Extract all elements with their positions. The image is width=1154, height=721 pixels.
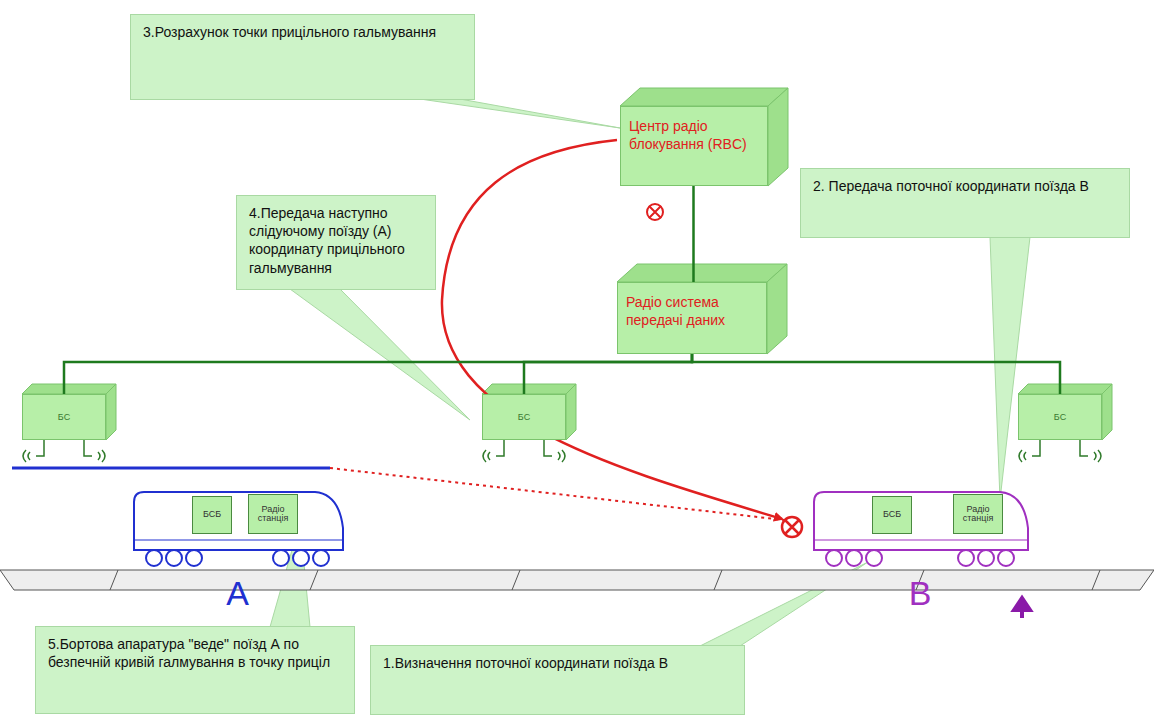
connector [64, 354, 692, 394]
box-side [1102, 384, 1112, 440]
node-text: 4.Передача наступно слідуючому поїзду (А… [249, 204, 423, 277]
node-text: БС [58, 412, 70, 422]
node-text: БС [518, 412, 530, 422]
node-text: 3.Розрахунок точки прицільного гальмуван… [143, 23, 462, 41]
box-top [1018, 384, 1112, 394]
callout-box: 1.Визначення поточної координати поїзда … [370, 645, 745, 715]
callout-box: 3.Розрахунок точки прицільного гальмуван… [130, 14, 475, 100]
train-label: B [810, 576, 1030, 610]
onboard-unit: БСБ [192, 496, 232, 534]
callout-pointer [990, 237, 1030, 500]
box-side [767, 264, 787, 354]
box-top [482, 384, 576, 394]
track [0, 570, 1154, 590]
train-label: A [130, 576, 345, 610]
target-symbol [647, 204, 663, 220]
node-text: Радіо станція [250, 505, 296, 524]
box-side [768, 88, 788, 186]
direction-arrow [1014, 598, 1030, 618]
node-text: БС [1054, 412, 1066, 422]
radio-station: Радіо станція [248, 494, 298, 534]
radio-system-box: Радіо система передачі даних [617, 282, 767, 354]
callout-pointer [420, 99, 620, 128]
node-text: БСБ [883, 510, 901, 519]
callout-box: 5.Бортова апаратура "веде" поїзд А по бе… [35, 626, 355, 714]
box-top [617, 264, 787, 282]
connector [524, 354, 692, 394]
authority-line [12, 467, 330, 470]
onboard-unit: БСБ [872, 496, 912, 534]
train-b: BБСБРадіо станція [810, 488, 1030, 566]
train-a: AБСБРадіо станція [130, 488, 345, 566]
node-text: Радіо станція [955, 505, 1001, 524]
radio-station: Радіо станція [953, 494, 1003, 534]
box-top [620, 88, 788, 106]
node-text: Центр радіо блокування (RBC) [629, 117, 759, 153]
connector [692, 354, 1060, 394]
node-text: 1.Визначення поточної координати поїзда … [383, 654, 732, 672]
track-ties [110, 570, 1100, 590]
box-side [566, 384, 576, 440]
connector [692, 186, 695, 282]
node-text: БСБ [203, 510, 221, 519]
target-point [782, 517, 802, 537]
transmission-curve [442, 140, 782, 519]
base-station: БС [1018, 394, 1102, 440]
rbc-box: Центр радіо блокування (RBC) [620, 106, 768, 186]
box-top [22, 384, 116, 394]
callout-box: 2. Передача поточної координати поїзда В [800, 168, 1130, 238]
node-text: 5.Бортова апаратура "веде" поїзд А по бе… [48, 635, 342, 671]
base-station: БС [22, 394, 106, 440]
node-text: 2. Передача поточної координати поїзда В [813, 177, 1117, 195]
box-side [106, 384, 116, 440]
base-station: БС [482, 394, 566, 440]
train-body [130, 488, 345, 568]
node-text: Радіо система передачі даних [626, 293, 758, 329]
callout-box: 4.Передача наступно слідуючому поїзду (А… [236, 195, 436, 290]
braking-curve [330, 468, 784, 520]
